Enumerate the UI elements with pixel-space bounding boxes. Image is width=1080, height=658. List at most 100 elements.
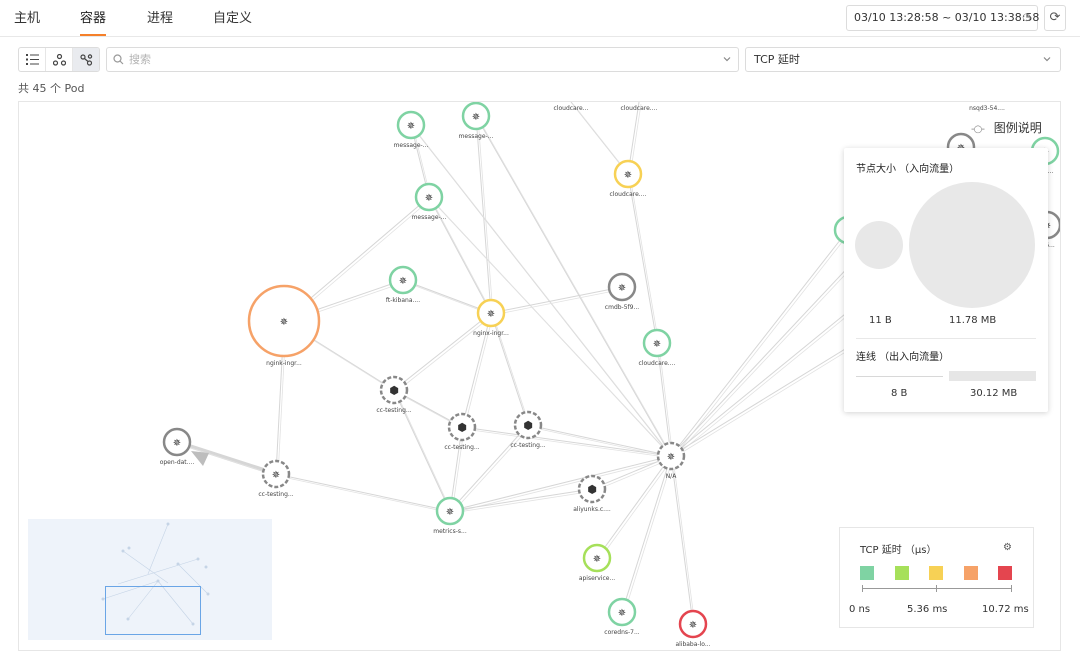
graph-node[interactable]: ✵ coredns-7... [604,597,640,636]
graph-node[interactable]: ✵open-dat.... [160,427,195,466]
cluster-view-button[interactable] [46,48,73,71]
latency-swatch-2 [895,566,909,580]
latency-legend: TCP 延时 （μs） ⚙ 0 ns 5.36 ms 10.72 ms [839,527,1034,628]
time-range-text: 03/10 13:28:58 ~ 03/10 13:38:58 [854,11,1040,24]
node-label: coredns-7... [604,629,640,636]
node-ring [476,298,506,328]
graph-edge [395,314,494,393]
list-icon [25,54,39,65]
gear-icon[interactable]: ⚙ [1003,542,1012,553]
latency-tick-label-min: 0 ns [849,604,871,615]
graph-edge [475,115,492,314]
node-size-title: 节点大小 （入向流量） [856,164,960,175]
latency-tick-label-max: 10.72 ms [982,604,1029,615]
topology-graph[interactable]: ✵message-...✵message-...✵message-...clou… [18,101,1061,651]
node-label: cloudcare.... [621,105,658,112]
node-label: message-... [412,214,447,221]
graph-edge [451,457,674,514]
latency-tick [936,585,937,592]
search-box [106,47,739,72]
graph-node[interactable]: ✵cmdb-5f9... [605,272,639,311]
graph-edge [591,455,672,490]
node-ring [379,375,409,405]
graph-node[interactable]: ⬢cc-testing... [444,412,480,451]
tab-process[interactable]: 进程 [147,11,174,26]
graph-node[interactable]: ✵metrics-s... [433,496,467,535]
node-label: ngink-ingr... [266,360,302,367]
graph-node[interactable]: ✵N/A [656,441,686,480]
node-label: message-... [459,133,494,140]
node-label: cc-testing... [376,407,411,414]
graph-edge [176,440,277,476]
node-ring [678,609,708,639]
latency-axis [862,588,1012,589]
graph-node[interactable]: ✵nginx-ingr... [473,298,509,337]
graph-edge [451,490,595,514]
helm-icon: ✵ [624,170,632,181]
graph-edge [449,424,529,512]
node-ring [607,272,637,302]
graph-edge [430,198,674,459]
node-label: cloudcare... [554,105,589,112]
node-size-large-sample [909,182,1035,308]
time-range-picker[interactable]: 03/10 13:28:58 ~ 03/10 13:38:58 ◷ [846,5,1040,31]
graph-node[interactable]: cloudcare... [554,105,589,112]
node-ring [513,410,543,440]
topology-view-button[interactable] [73,48,99,71]
helm-icon: ✵ [618,283,626,294]
refresh-button[interactable]: ⟳ [1044,5,1066,31]
tab-container[interactable]: 容器 [80,11,107,26]
list-view-button[interactable] [19,48,46,71]
helm-icon: ✵ [425,193,433,204]
graph-edge [461,426,672,457]
helm-icon: ✵ [593,554,601,565]
graph-node[interactable]: ✵message-... [459,102,494,140]
node-ring [461,102,491,131]
graph-edge [656,342,672,457]
topology-icon [79,53,92,66]
graph-edge [449,455,672,512]
graph-node[interactable]: ⬢cc-testing... [510,410,546,449]
search-input[interactable] [129,51,709,68]
node-label: aliyunks.c.... [573,506,611,513]
graph-node[interactable]: ✵cloudcare.... [610,159,647,198]
node-ring [577,474,607,504]
graph-node[interactable]: ✵apiservice... [579,543,615,582]
graph-edge [402,279,492,314]
chevron-down-icon[interactable] [722,54,732,64]
graph-node[interactable]: ✵ft-kibana.... [386,265,420,304]
graph-node[interactable]: ✵cc-testing... [258,459,294,498]
helm-icon: ✵ [173,438,181,449]
graph-node[interactable]: nsqd3-54.... [969,105,1005,112]
cube-icon: ⬢ [587,483,597,496]
tab-host[interactable]: 主机 [14,11,41,26]
graph-edge [395,391,453,514]
graph-node[interactable]: ⬢ aliyunks.c.... [573,474,611,513]
graph-edge [451,426,531,514]
minimap[interactable] [28,519,272,640]
tab-custom[interactable]: 自定义 [213,11,253,26]
graph-edge [477,117,494,316]
legend-toggle[interactable]: -○- 图例说明 [971,119,1042,136]
graph-node[interactable]: ✵message-... [394,110,429,149]
metric-select[interactable]: TCP 延时 [745,47,1061,72]
graph-node[interactable]: ✵alibaba-lo... [675,609,711,648]
node-ring [447,412,477,442]
helm-icon: ✵ [653,339,661,350]
node-size-min: 11 B [869,315,892,326]
node-label: metrics-s... [433,528,467,535]
node-ring [261,459,291,489]
graph-node[interactable]: ✵ message-... [412,182,447,221]
graph-edge [412,126,674,459]
minimap-viewport[interactable] [105,586,201,635]
graph-node[interactable]: ✵cloudcare.... [639,328,676,367]
graph-edge [463,314,494,430]
graph-node[interactable]: ✵ngink-ingr... [247,284,321,367]
helm-icon: ✵ [618,608,626,619]
node-ring [414,182,444,212]
latency-swatch-1 [860,566,874,580]
topology-canvas[interactable]: ✵message-...✵message-...✵message-...clou… [19,102,1061,651]
minimap-canvas [101,522,210,626]
graph-node[interactable]: cloudcare.... [621,105,658,112]
graph-node[interactable]: ⬢cc-testing... [376,375,412,414]
